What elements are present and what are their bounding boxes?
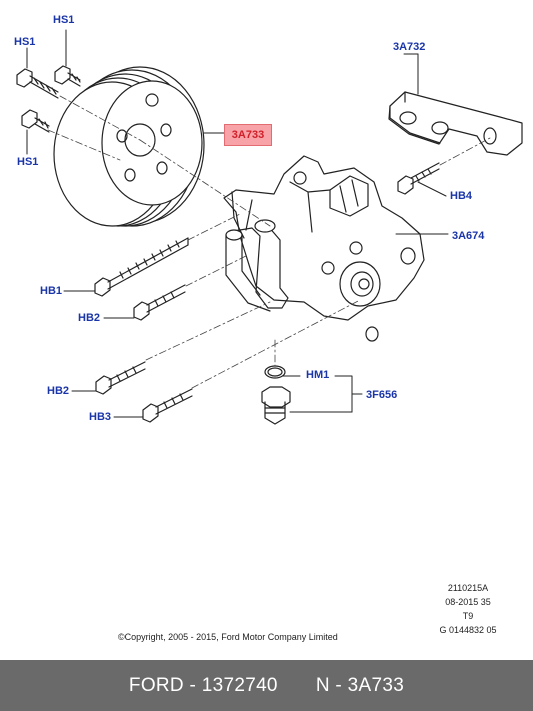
callout-3f656: 3F656 bbox=[366, 389, 398, 401]
callout-hb4: HB4 bbox=[450, 190, 473, 202]
callout-hs1-top-left: HS1 bbox=[14, 36, 36, 48]
hb1-bolt bbox=[94, 237, 189, 297]
diagram-meta-line4: G 0144832 05 bbox=[439, 625, 497, 635]
o-ring-hm1 bbox=[264, 365, 286, 379]
callout-hb3: HB3 bbox=[89, 411, 112, 423]
hb2-bolt-lower bbox=[95, 361, 146, 395]
diagram-meta-line2: 08-2015 35 bbox=[445, 597, 491, 607]
callout-hb2-lower: HB2 bbox=[47, 385, 70, 397]
callout-hb1: HB1 bbox=[40, 285, 63, 297]
hs1-bolt-3 bbox=[21, 109, 50, 133]
callout-hs1-top: HS1 bbox=[53, 14, 75, 26]
hb4-bolt bbox=[397, 162, 440, 195]
callout-3a733-highlighted[interactable]: 3A733 bbox=[224, 124, 272, 146]
callout-3a674: 3A674 bbox=[452, 230, 485, 242]
pulley-3a733 bbox=[53, 66, 205, 227]
part-number-footer: FORD - 1372740 N - 3A733 bbox=[0, 660, 533, 711]
callout-hb2-upper: HB2 bbox=[78, 312, 101, 324]
hs1-bolt-1 bbox=[16, 68, 59, 99]
hb3-bolt bbox=[142, 388, 193, 423]
footer-part-code: N - 3A733 bbox=[315, 674, 405, 696]
callout-hs1-bottom: HS1 bbox=[17, 156, 39, 168]
fitting-3f656 bbox=[261, 386, 291, 425]
callout-hm1: HM1 bbox=[306, 369, 330, 381]
footer-part-number: FORD - 1372740 bbox=[128, 674, 278, 696]
copyright-notice: ©Copyright, 2005 - 2015, Ford Motor Comp… bbox=[118, 632, 338, 642]
diagram-meta: 2110215A 08-2015 35 T9 G 0144832 05 bbox=[430, 583, 506, 636]
diagram-meta-line1: 2110215A bbox=[447, 583, 489, 593]
power-steering-pump-3a674 bbox=[223, 155, 425, 342]
bracket-3a732 bbox=[388, 91, 523, 156]
diagram-meta-line3: T9 bbox=[462, 611, 474, 621]
callout-3a732: 3A732 bbox=[393, 41, 426, 53]
hb2-bolt-upper bbox=[133, 284, 186, 321]
hs1-bolt-2 bbox=[54, 65, 81, 87]
exploded-parts-diagram bbox=[16, 29, 523, 425]
